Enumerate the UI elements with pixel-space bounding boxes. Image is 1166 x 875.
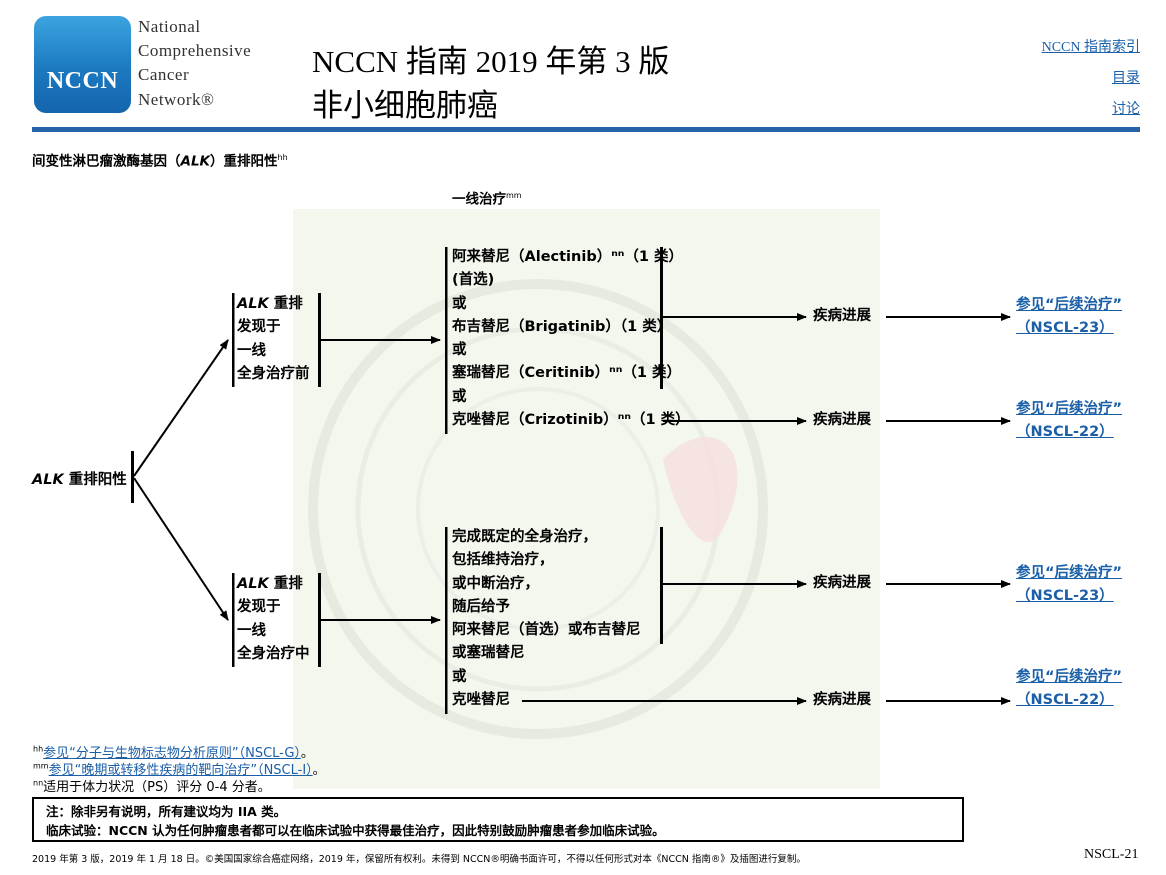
treatment-options-1: 阿来替尼（Alectinib）ⁿⁿ（1 类） (首选) 或 布吉替尼（Briga… <box>452 246 690 432</box>
org-name-line-2: Comprehensive <box>138 41 252 60</box>
org-name-line-4: Network® <box>138 90 215 109</box>
branch-during-first-line: ALK 重排 发现于 一线 全身治疗中 <box>237 576 310 662</box>
subsequent-therapy-link-nscl23[interactable]: 参见“后续治疗”（NSCL-23） <box>1016 297 1123 337</box>
footnote-mm-link[interactable]: 参见“晚期或转移性疾病的靶向治疗”（NSCL-I） <box>48 763 313 778</box>
guideline-title: NCCN 指南 2019 年第 3 版 <box>312 44 670 79</box>
guideline-subtitle: 非小细胞肺癌 <box>312 88 498 123</box>
nccn-logo <box>34 16 131 113</box>
watermark-seal <box>308 279 768 739</box>
subsequent-therapy-link-nscl23[interactable]: 参见“后续治疗”（NSCL-23） <box>1016 565 1123 605</box>
discussion-link[interactable]: 讨论 <box>1112 102 1140 117</box>
subsequent-therapy-link-nscl22[interactable]: 参见“后续治疗”（NSCL-22） <box>1016 669 1123 709</box>
header-divider <box>32 127 1140 132</box>
note-line-2: 临床试验：NCCN 认为任何肿瘤患者都可以在临床试验中获得最佳治疗，因此特别鼓励… <box>46 823 665 838</box>
section-title: 间变性淋巴瘤激酶基因（ALK）重排阳性hh <box>32 153 288 170</box>
footnote-mm: mm参见“晚期或转移性疾病的靶向治疗”（NSCL-I）。 <box>33 761 326 778</box>
subsequent-therapy-link-nscl22[interactable]: 参见“后续治疗”（NSCL-22） <box>1016 401 1123 441</box>
progression-node-3: 疾病进展 <box>813 575 871 591</box>
branch-before-first-line: ALK 重排 发现于 一线 全身治疗前 <box>237 296 310 382</box>
watermark-panel <box>293 209 880 789</box>
column-header-first-line: 一线治疗mm <box>452 191 522 208</box>
copyright-footer: 2019 年第 3 版，2019 年 1 月 18 日。©美国国家综合癌症网络，… <box>32 854 806 865</box>
footnote-hh-link[interactable]: 参见“分子与生物标志物分析原则”（NSCL-G） <box>43 746 301 761</box>
table-of-contents-link[interactable]: 目录 <box>1112 71 1140 86</box>
treatment-option: 克唑替尼（Crizotinib）ⁿⁿ（1 类） <box>452 412 690 429</box>
progression-node-4: 疾病进展 <box>813 692 871 708</box>
footnote-hh: hh参见“分子与生物标志物分析原则”（NSCL-G）。 <box>33 744 314 761</box>
treatment-option: 塞瑞替尼（Ceritinib）ⁿⁿ（1 类） <box>452 365 682 382</box>
treatment-option: 布吉替尼（Brigatinib）（1 类） <box>452 318 672 335</box>
org-name-line-3: Cancer <box>138 65 190 84</box>
treatment-options-2: 完成既定的全身治疗， 包括维持治疗， 或中断治疗， 随后给予 阿来替尼（首选）或… <box>452 529 641 709</box>
section-title-gene: ALK <box>180 153 211 170</box>
progression-node-2: 疾病进展 <box>813 412 871 428</box>
progression-node-1: 疾病进展 <box>813 308 871 324</box>
footnote-nn: nn适用于体力状况（PS）评分 0-4 分者。 <box>33 778 271 795</box>
note-line-1: 注：除非另有说明，所有建议均为 IIA 类。 <box>46 804 287 819</box>
note-box: 注：除非另有说明，所有建议均为 IIA 类。 临床试验：NCCN 认为任何肿瘤患… <box>32 797 964 842</box>
nccn-logo-text: NCCN <box>46 68 119 94</box>
org-name-line-1: National <box>138 17 201 36</box>
page-id: NSCL-21 <box>1084 847 1139 862</box>
guidelines-index-link[interactable]: NCCN 指南索引 <box>1041 40 1140 55</box>
root-node-alk-positive: ALK 重排阳性 <box>32 472 127 488</box>
treatment-option: 阿来替尼（Alectinib）ⁿⁿ（1 类） <box>452 249 684 265</box>
